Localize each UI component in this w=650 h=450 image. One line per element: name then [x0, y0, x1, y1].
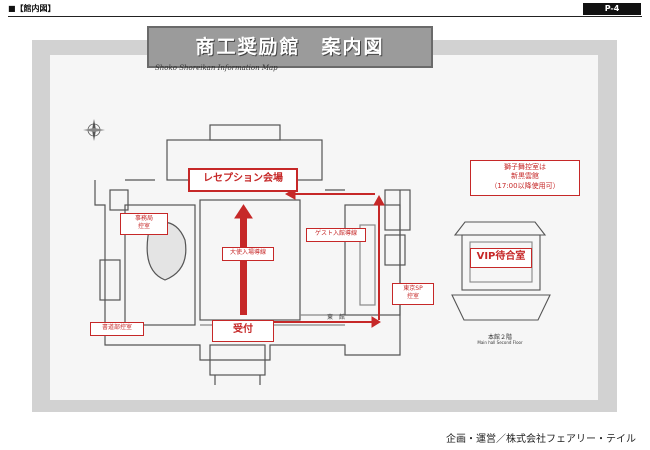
ambassador-route-label: 大使入場導線 — [222, 247, 274, 261]
header-rule — [8, 16, 642, 17]
vip-waiting-room-label: VIP待合室 — [470, 248, 532, 268]
notice-line-1: 獅子舞控室は — [504, 163, 546, 171]
annex-caption: 本館２階 — [487, 334, 512, 341]
footer-credit: 企画・運営／株式会社フェアリー・テイル — [446, 434, 636, 445]
notice-line-3: （17:00以降使用可） — [490, 181, 560, 190]
reception-hall-label: レセプション会場 — [188, 168, 298, 192]
page-number-badge: P-4 — [583, 3, 641, 15]
annex-caption-english: Main hall Second Floor — [477, 340, 523, 345]
notice-box: 獅子舞控室は 新黒雲館 （17:00以降使用可） — [470, 160, 580, 196]
map-title-banner: 商工奨励館 案内図 — [147, 26, 433, 68]
office-label: 事務局 控室 — [120, 213, 168, 235]
map-title: 商工奨励館 案内図 — [195, 36, 385, 58]
notice-line-2: 新黒雲館 — [511, 172, 539, 181]
guest-route-label: ゲスト入館導線 — [306, 228, 366, 242]
section-label: ■【館内図】 — [8, 4, 56, 13]
standby-room-label: 東京SP 控室 — [392, 283, 434, 305]
calligraphy-room-label: 書道部控室 — [90, 322, 144, 336]
east-wing-label: 東 館 — [327, 314, 346, 321]
map-subtitle: Shoko Shoreikan Information Map — [155, 64, 278, 72]
reception-desk-label: 受付 — [212, 320, 274, 342]
compass-icon — [83, 119, 105, 141]
